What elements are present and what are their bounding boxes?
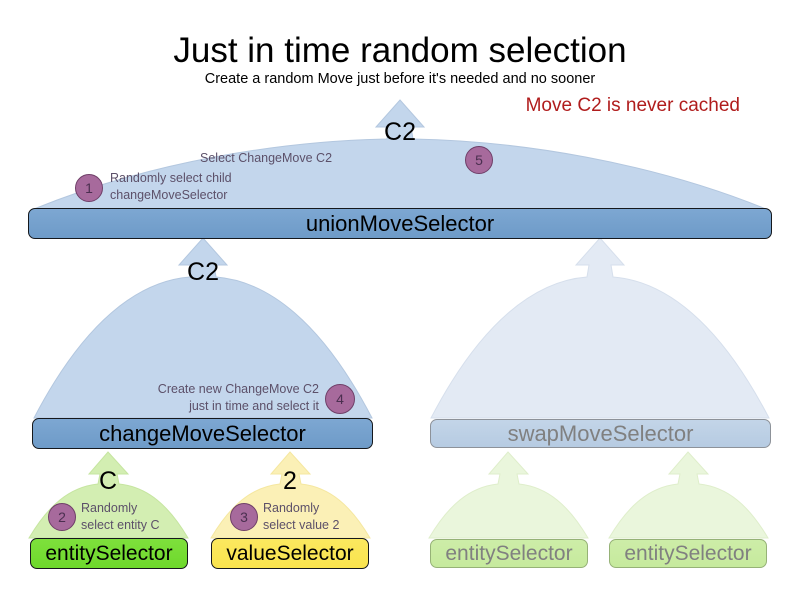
payload-label-change-to-union: C2 xyxy=(187,258,219,286)
warning-note: Move C2 is never cached xyxy=(525,95,740,116)
node-entity-selector-swap-1[interactable]: entitySelector xyxy=(430,539,588,568)
annotation-step-5-line1: Select ChangeMove C2 xyxy=(200,151,333,165)
node-value-selector[interactable]: valueSelector xyxy=(211,538,369,569)
node-value-selector-label: valueSelector xyxy=(226,541,354,565)
payload-label-union-output: C2 xyxy=(384,118,416,146)
arrow-swap-to-union xyxy=(430,237,770,419)
node-entity-selector-left[interactable]: entitySelector xyxy=(30,538,188,569)
annotation-step-4-badge: 4 xyxy=(325,384,355,414)
node-entity-selector-swap-2-label: entitySelector xyxy=(624,541,752,565)
annotation-step-1-line2: changeMoveSelector xyxy=(110,188,228,202)
annotation-step-2-badge: 2 xyxy=(48,503,76,531)
annotation-step-2-line2: select entity C xyxy=(81,518,160,532)
annotation-step-1-line1: Randomly select child xyxy=(110,171,232,185)
node-change-move-selector[interactable]: changeMoveSelector xyxy=(32,418,373,449)
annotation-step-4-line1: Create new ChangeMove C2 xyxy=(157,382,319,396)
node-change-move-selector-label: changeMoveSelector xyxy=(99,420,306,446)
node-entity-selector-swap-1-label: entitySelector xyxy=(445,541,573,565)
node-swap-move-selector[interactable]: swapMoveSelector xyxy=(430,419,771,448)
annotation-step-4-line2: just in time and select it xyxy=(189,399,319,413)
annotation-step-2-line1: Randomly xyxy=(81,501,138,515)
annotation-step-3-badge: 3 xyxy=(230,503,258,531)
arrow-entity-swap-2 xyxy=(608,451,769,539)
node-swap-move-selector-label: swapMoveSelector xyxy=(507,420,694,446)
page-subtitle: Create a random Move just before it's ne… xyxy=(204,71,596,87)
node-entity-selector-left-label: entitySelector xyxy=(45,541,173,565)
page-title: Just in time random selection xyxy=(173,31,627,70)
payload-label-value-to-change: 2 xyxy=(283,467,297,495)
annotation-step-5-badge: 5 xyxy=(465,146,493,174)
annotation-step-1-badge: 1 xyxy=(75,174,103,202)
arrow-entity-swap-1 xyxy=(428,451,589,539)
node-union-move-selector[interactable]: unionMoveSelector xyxy=(28,208,772,239)
payload-label-entity-to-change: C xyxy=(98,467,118,495)
node-entity-selector-swap-2[interactable]: entitySelector xyxy=(609,539,767,568)
annotation-step-3-line2: select value 2 xyxy=(263,518,340,532)
node-union-move-selector-label: unionMoveSelector xyxy=(305,210,495,236)
annotation-step-3-line1: Randomly xyxy=(263,501,320,515)
